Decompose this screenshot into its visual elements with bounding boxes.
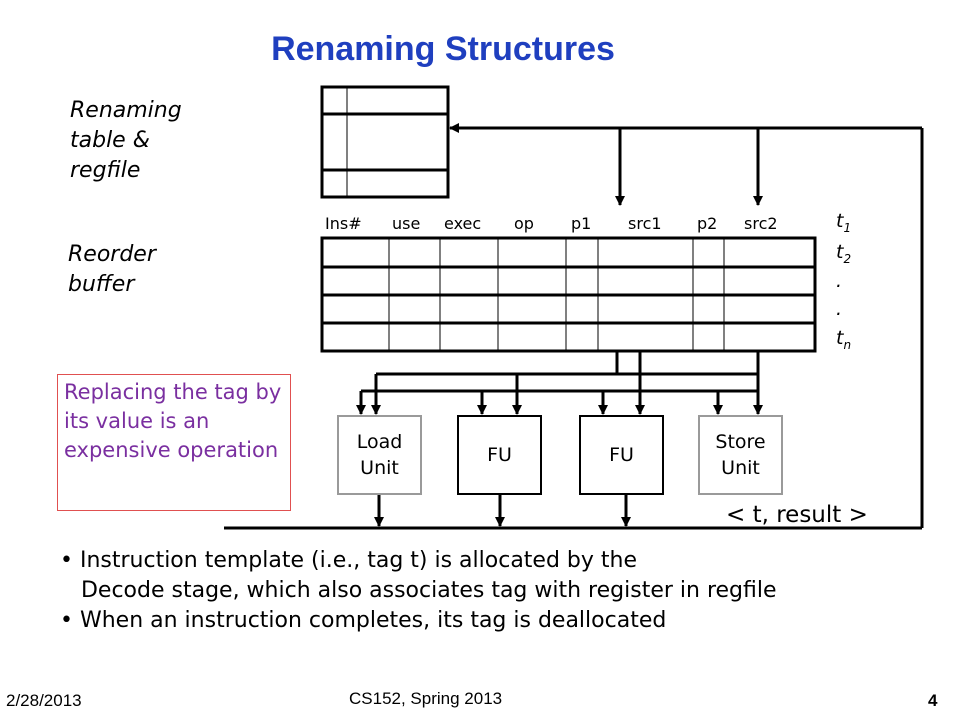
rob-column-src2: src2: [744, 214, 778, 233]
tag-label: .: [836, 270, 843, 292]
rob-column-use: use: [392, 214, 421, 233]
dispatch-buses: [356, 351, 763, 415]
rob-column-ins: Ins#: [325, 214, 362, 233]
functional-unit-1: FU: [457, 415, 542, 495]
rob-column-exec: exec: [444, 214, 482, 233]
rob-column-p2: p2: [697, 214, 718, 233]
reorder-buffer-label-line: buffer: [68, 272, 135, 297]
bullet-item: Decode stage, which also associates tag …: [60, 578, 777, 603]
unit-outputs: [374, 494, 631, 527]
renaming-table-label-line: regfile: [70, 158, 141, 183]
bullet-item: • When an instruction completes, its tag…: [60, 608, 667, 633]
reorder-buffer-label-line: Reorder: [68, 242, 156, 267]
tag-label: t1: [836, 210, 852, 235]
renaming-table-label-line: table &: [70, 128, 150, 153]
renaming-table: [320, 85, 450, 199]
store-unit: Store Unit: [698, 415, 783, 495]
rob-column-p1: p1: [571, 214, 592, 233]
result-bus: [224, 123, 924, 530]
renaming-table-label: Renaming table & regfile: [70, 96, 182, 186]
footer-course: CS152, Spring 2013: [349, 689, 503, 708]
bullet-item: • Instruction template (i.e., tag t) is …: [60, 548, 637, 573]
expensive-operation-note: Replacing the tag by its value is an exp…: [57, 374, 291, 511]
bullet-list: • Instruction template (i.e., tag t) is …: [60, 546, 777, 636]
load-unit: Load Unit: [337, 415, 422, 495]
result-label: < t, result >: [726, 502, 868, 528]
renaming-table-label-line: Renaming: [70, 98, 182, 123]
tag-label: .: [836, 298, 843, 320]
tag-label: tn: [836, 327, 852, 352]
functional-unit-2: FU: [579, 415, 664, 495]
reorder-buffer-label: Reorder buffer: [68, 240, 156, 300]
page-title: Renaming Structures: [271, 30, 615, 68]
tag-label: t2: [836, 241, 852, 266]
rob-column-src1: src1: [628, 214, 662, 233]
reorder-buffer: [320, 236, 817, 353]
footer-date: 2/28/2013: [6, 691, 82, 710]
page-number: 4: [928, 691, 938, 710]
rob-column-op: op: [514, 214, 534, 233]
